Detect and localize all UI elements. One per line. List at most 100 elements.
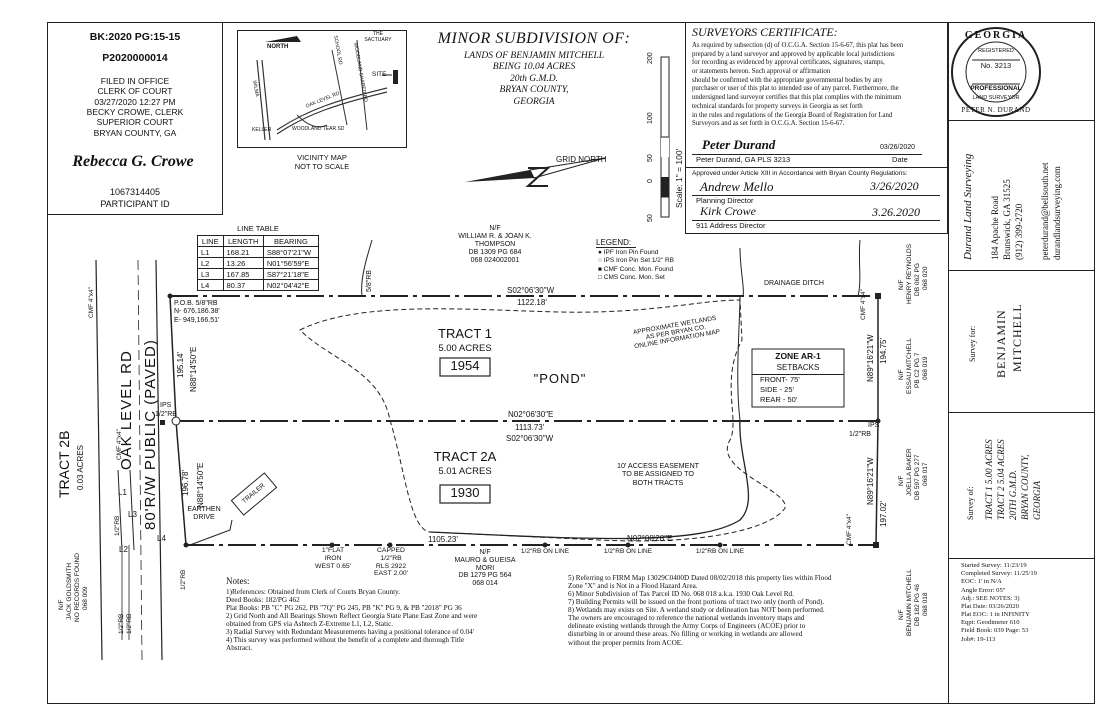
lt-cell: 80.37 <box>222 279 264 291</box>
table-row: L3 167.85 S87°21'18"E <box>197 268 320 280</box>
survey-for-name-2: MITCHELL <box>1010 303 1024 372</box>
tract1-number: 1954 <box>450 358 480 373</box>
cert-line: in the rules and regulations of the Geor… <box>692 111 893 119</box>
surveyor-seal <box>951 27 1041 117</box>
owner-se-3: DB 182 PG 46 <box>914 584 921 626</box>
rb12-sw-1: 1/2"RB <box>118 613 125 634</box>
address-date: 3.26.2020 <box>872 205 920 219</box>
rec-line: 03/27/2020 12:27 PM <box>94 96 176 107</box>
note-line: Abstract. <box>226 644 253 653</box>
owner-line: THOMPSON <box>474 241 516 249</box>
owner-e1-3: DB 062 PG <box>914 263 921 296</box>
owner-e2-4: 068 019 <box>922 356 929 381</box>
flat-iron-line: WEST 0.65' <box>315 562 351 570</box>
on-line-1: 1/2"RB ON LINE <box>520 548 570 555</box>
planning-role: Planning Director <box>696 196 754 205</box>
sig-line-3 <box>692 220 940 221</box>
pob-label: P.O.B. 5/8"RB N- 676,186.38' E- 949,166.… <box>174 300 220 325</box>
owner-line: DB 1309 PG 684 <box>468 249 522 257</box>
bearing-mid-1: N02°06'30"E <box>508 410 554 419</box>
owner-line: 068 024002001 <box>470 257 520 265</box>
survey-of-3: 20TH G.M.D. <box>1008 469 1018 520</box>
vicinity-keller: KELLER <box>252 127 272 133</box>
cert-line: purchaser or user of this plat to intend… <box>692 85 899 93</box>
on-line-2: 1/2"RB ON LINE <box>603 548 653 555</box>
rb12-sw-4: 1/2"RB <box>114 515 121 536</box>
vicinity-woodland: WOODLAND TEAR SD <box>292 126 345 132</box>
earthen-line: DRIVE <box>193 514 215 522</box>
lt-cell: N02°04'42"E <box>262 279 320 291</box>
l3-label: L3 <box>128 510 137 519</box>
note-line: without the proper permits from ACOE. <box>568 638 683 647</box>
on-line-text: 1/2"RB ON LINE <box>520 548 570 555</box>
flat-iron-label: 1"FLAT IRON WEST 0.65' <box>313 547 353 570</box>
survey-info-line: Eqpt: Geodimeter 610 <box>961 619 1020 627</box>
seal-prof: PROFESSIONAL <box>970 85 1022 92</box>
flat-iron-line: IRON <box>324 554 342 562</box>
bearing-mid-2: S02°06'30"W <box>506 434 554 443</box>
cmf-ne: CMF 4"x4" <box>860 289 867 320</box>
l2-label: L2 <box>119 545 128 554</box>
clerk-signature: Rebecca G. Crowe <box>72 153 194 170</box>
rec-line: SUPERIOR COURT <box>96 117 174 128</box>
road-row: 80'R/W PUBLIC (PAVED) <box>142 339 159 530</box>
earthen-line: EARTHEN <box>187 506 221 513</box>
owner-west-2: JACK GOLDSMITH <box>66 562 73 620</box>
planning-signature: Andrew Mello <box>700 179 774 194</box>
firm-address-1: 184 Apache Road <box>990 196 1000 260</box>
firm-website: durandlandsurveying.com <box>1052 166 1062 260</box>
owner-e1-2: HENRY REYNOLDS <box>906 243 913 304</box>
rec-line: BECKY CROWE, CLERK <box>86 107 184 118</box>
cmf-nw: CMF 4"x4" <box>88 287 95 318</box>
road-name: OAK LEVEL RD <box>118 350 135 470</box>
table-row: L1 168.21 S88°07'21"W <box>197 246 320 258</box>
note-line: The owners are encouraged to reference t… <box>568 614 805 623</box>
east-brg-2: N89°16'21"W <box>866 457 875 505</box>
legend-code: IPF <box>603 249 614 256</box>
owner-line: 068 014 <box>472 580 498 588</box>
easement-line: BOTH TRACTS <box>632 477 684 487</box>
cert-line: should be confirmed with the appropriate… <box>692 76 883 84</box>
note-line: Deed Books: 182/PG 462 <box>226 596 300 605</box>
capped-line: RLS 2922 <box>375 562 407 570</box>
survey-info-line: EOC: 1' in N/A <box>961 578 1002 586</box>
doc-number: P2020000014 <box>102 52 168 64</box>
grid-north-label: GRID NORTH <box>556 155 607 164</box>
note-line: 8) Wetlands may exists on Site. A wetlan… <box>568 606 825 615</box>
zone-sub: SETBACKS <box>776 363 820 372</box>
survey-of-5: GEORGIA <box>1032 481 1042 520</box>
surveyor-signature: Peter Durand <box>702 137 776 152</box>
flat-iron-line: 1"FLAT <box>321 547 345 554</box>
survey-of-2: TRACT 2 5.04 ACRES <box>996 439 1006 520</box>
owner-e2-3: PB C2 PG 7 <box>914 352 921 388</box>
participant-label: PARTICIPANT ID <box>100 199 170 209</box>
easement-label: 10' ACCESS EASEMENT TO BE ASSIGNED TO BO… <box>608 461 708 487</box>
owner-se-1: N/F <box>898 609 905 620</box>
title-lines: LANDS OF BENJAMIN MITCHELL BEING 10.04 A… <box>418 51 650 108</box>
rec-line: BRYAN COUNTY, GA <box>93 127 177 138</box>
note-line: 1)References: Obtained from Clerk of Cou… <box>226 588 400 596</box>
note-line: 2) Grid North and All Bearings Shown Ref… <box>226 612 478 621</box>
vicinity-caption-2: NOT TO SCALE <box>294 162 350 171</box>
tract2-number: 1930 <box>450 485 480 500</box>
survey-info-line: Job#: 19-113 <box>961 635 996 643</box>
vicinity-caption-1: VICINITY MAP <box>297 153 347 162</box>
note-line: 6) Minor Subdivision of Tax Parcel ID No… <box>568 590 794 599</box>
legend-desc: Iron Pin Set 1/2" RB <box>616 257 674 265</box>
l4-label: L4 <box>157 534 166 543</box>
owner-west-1: N/F <box>58 599 65 610</box>
east-dist-2: 197.02' <box>879 501 888 527</box>
square-open-icon: □ <box>598 273 602 281</box>
approval-text: Approved under Article XIII in Accordanc… <box>692 170 908 177</box>
owner-e1-1: N/F <box>898 279 905 290</box>
line-table: LINE LENGTH BEARING L1 168.21 S88°07'21"… <box>197 235 320 291</box>
capped-line: CAPPED <box>377 547 405 554</box>
on-line-text: 1/2"RB ON LINE <box>695 548 745 555</box>
plat-border <box>47 22 1095 704</box>
plat-drawing <box>95 239 881 661</box>
tract2-name: TRACT 2A <box>433 449 497 464</box>
survey-for-label: Survey for: <box>968 325 977 362</box>
ips-west: IPS <box>160 402 172 409</box>
recording-box <box>47 22 223 215</box>
zone-front: FRONT- 75' <box>760 375 800 384</box>
